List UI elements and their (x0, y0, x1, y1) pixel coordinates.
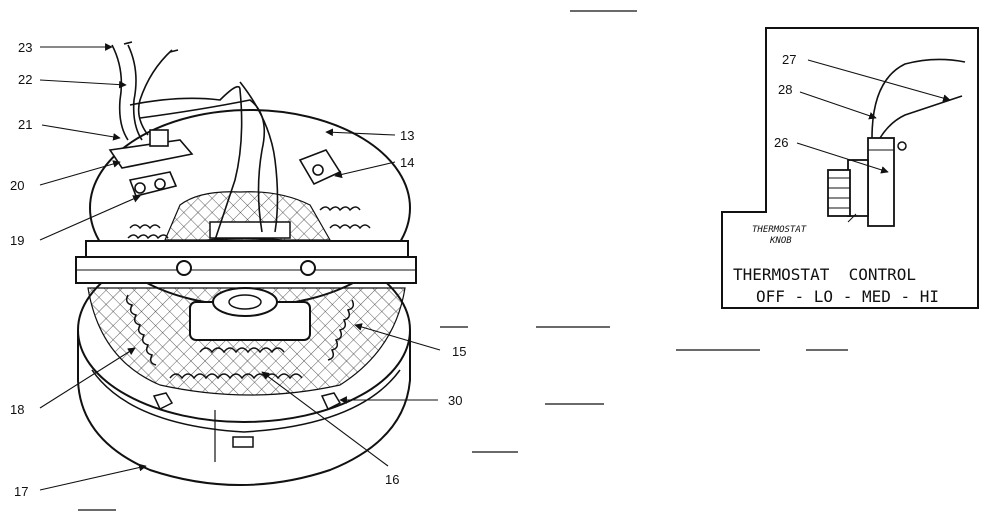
thermostat-cord-b (879, 95, 963, 139)
callout-30: 30 (448, 393, 462, 408)
callout-14: 14 (400, 155, 414, 170)
wire-loop-top (129, 85, 243, 241)
thermostat-inset: THERMOSTAT KNOB THERMOSTAT CONTROL OFF -… (721, 27, 979, 309)
callout-17: 17 (14, 484, 28, 499)
knob-leader (847, 213, 857, 223)
coil-lower-left (125, 294, 157, 366)
leader-16 (261, 371, 389, 467)
leader-17 (39, 463, 147, 491)
thermostat-body (847, 159, 869, 217)
callout-16: 16 (385, 472, 399, 487)
leader-21 (41, 124, 121, 141)
callout-28: 28 (778, 82, 792, 97)
callout-27: 27 (782, 52, 796, 67)
inset-title-line2: OFF - LO - MED - HI (756, 287, 939, 306)
leader-20 (39, 160, 121, 186)
mounting-bracket (85, 240, 409, 258)
thermostat-screw (897, 141, 907, 151)
callout-18: 18 (10, 402, 24, 417)
stray-marks (78, 10, 848, 511)
cord-23-a (111, 44, 129, 141)
leader-14 (334, 161, 396, 179)
callout-23: 23 (18, 40, 32, 55)
callout-15: 15 (452, 344, 466, 359)
coil-bottom-back (199, 347, 285, 354)
leader-19 (39, 195, 141, 241)
switch-assembly (108, 129, 342, 197)
terminal-block (209, 221, 291, 239)
coil-upper-left (127, 224, 169, 240)
switch-knob (149, 129, 169, 147)
callout-22: 22 (18, 72, 32, 87)
callout-20: 20 (10, 178, 24, 193)
coil-lower-right (327, 299, 355, 361)
guard-mesh-lower (87, 287, 406, 396)
leader-27 (807, 59, 951, 102)
wire-right (239, 81, 279, 233)
base-outer-shell (77, 330, 411, 486)
leader-13 (325, 128, 396, 137)
callout-19: 19 (10, 233, 24, 248)
crossbar-nut-left (176, 260, 192, 276)
thermostat-cord-a (871, 58, 966, 139)
leader-26 (796, 142, 889, 174)
coil-bottom-front (169, 373, 303, 380)
thermostat-plate (867, 137, 895, 227)
crossbar-nut-right (300, 260, 316, 276)
motor-hub (212, 287, 278, 317)
leader-22 (39, 79, 127, 89)
heating-coils (125, 206, 371, 380)
foot-left (152, 392, 174, 411)
leader-15 (354, 323, 441, 351)
wiring (111, 41, 279, 241)
inset-title-line1: THERMOSTAT CONTROL (733, 265, 916, 284)
cord-22 (137, 49, 173, 136)
heater-top (75, 109, 417, 396)
coil-upper-right (319, 206, 371, 230)
callout-26: 26 (774, 135, 788, 150)
callout-numbers: 23 22 21 20 19 18 17 13 14 15 16 30 27 2… (10, 40, 796, 499)
callout-13: 13 (400, 128, 414, 143)
base-tab (232, 436, 254, 448)
knob-label-line2: KNOB (769, 236, 792, 246)
leader-lines (39, 43, 951, 491)
inset-frame (721, 27, 979, 309)
leader-18 (39, 347, 136, 409)
cord-23-b (127, 44, 143, 141)
base-lip (91, 369, 401, 433)
thermostat-knob (827, 169, 851, 217)
knob-label-line1: THERMOSTAT (752, 225, 807, 235)
leader-28 (799, 91, 877, 120)
callout-21: 21 (18, 117, 32, 132)
